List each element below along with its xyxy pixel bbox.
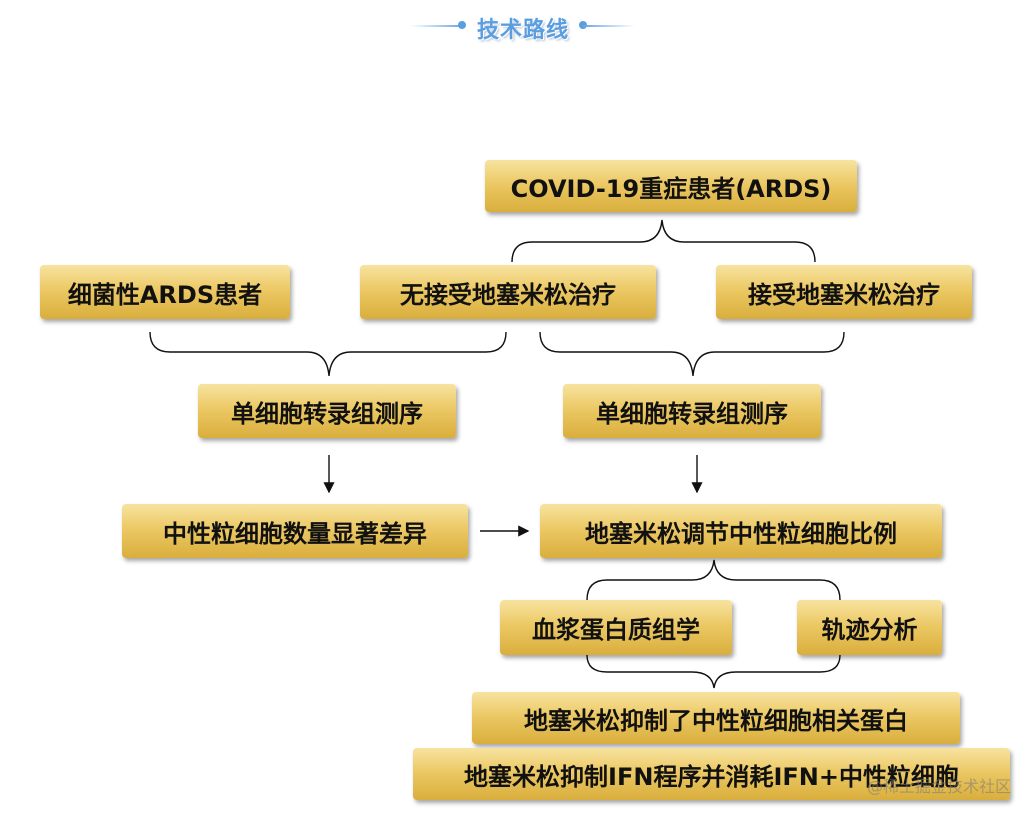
node-dex-regulates-neutrophils: 地塞米松调节中性粒细胞比例 [540, 504, 942, 558]
brace-right-group [539, 331, 845, 377]
section-header: 技术路线 [410, 6, 635, 46]
node-dexamethasone: 接受地塞米松治疗 [716, 265, 972, 319]
node-trajectory-analysis: 轨迹分析 [797, 600, 942, 655]
node-dex-suppress-ifn: 地塞米松抑制IFN程序并消耗IFN+中性粒细胞 [413, 748, 1010, 800]
node-scrnaseq-right: 单细胞转录组测序 [563, 384, 821, 438]
node-scrnaseq-left: 单细胞转录组测序 [198, 384, 456, 438]
node-plasma-proteomics: 血浆蛋白质组学 [500, 600, 732, 655]
node-no-dexamethasone: 无接受地塞米松治疗 [360, 265, 656, 319]
watermark: @稀土掘金技术社区 [866, 777, 1011, 796]
node-neutrophil-difference: 中性粒细胞数量显著差异 [122, 504, 468, 558]
brace-analysis-bottom [586, 654, 841, 689]
header-title: 技术路线 [476, 18, 569, 43]
brace-covid [511, 219, 816, 263]
node-bacterial-ards: 细菌性ARDS患者 [40, 265, 290, 319]
header-left-dot [458, 21, 466, 29]
header-right-line [583, 25, 635, 27]
brace-left-group [149, 331, 507, 377]
node-dex-suppress-proteins: 地塞米松抑制了中性粒细胞相关蛋白 [472, 692, 960, 744]
header-left-line [410, 25, 462, 27]
node-covid-patients: COVID-19重症患者(ARDS) [485, 160, 857, 212]
brace-analysis-top [586, 559, 841, 601]
